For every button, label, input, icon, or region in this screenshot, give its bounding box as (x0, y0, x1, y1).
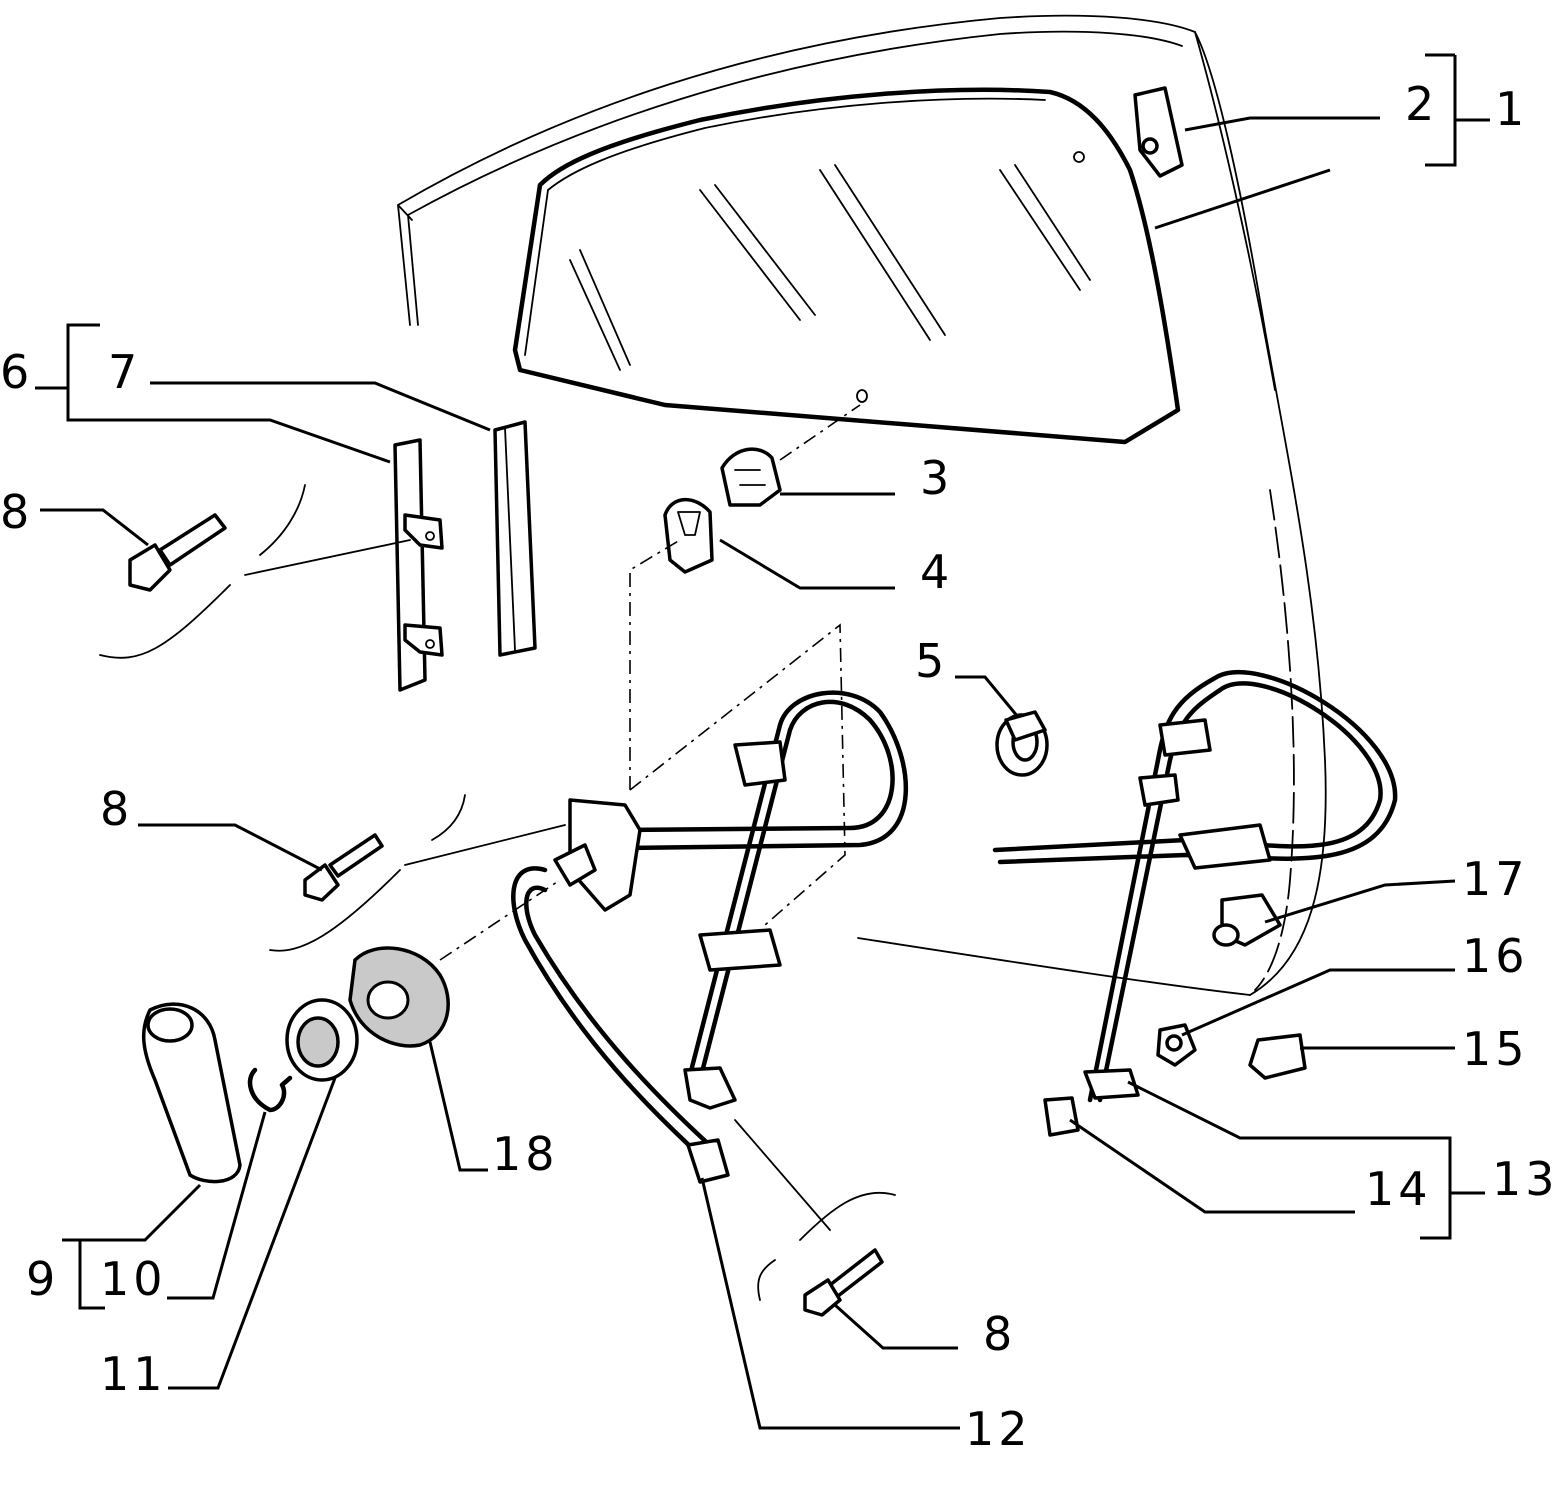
label-13: 13 (1492, 1152, 1557, 1206)
label-18: 18 (492, 1127, 559, 1181)
label-4: 4 (920, 545, 953, 599)
grommet-15 (1248, 1033, 1307, 1080)
right-regulator-assembly (992, 670, 1398, 1137)
label-8-top: 8 (0, 485, 33, 539)
label-2: 2 (1405, 77, 1438, 131)
mounting-surface-outlines (99, 484, 896, 1301)
label-3: 3 (920, 451, 953, 505)
callout-labels: 1 2 3 4 5 6 7 8 8 8 9 10 11 12 13 14 15 … (0, 77, 1557, 1456)
cable-clamp (995, 710, 1049, 777)
label-16: 16 (1462, 929, 1529, 983)
bushing-17 (1212, 893, 1282, 947)
label-14: 14 (1365, 1162, 1432, 1216)
retaining-clip-10 (247, 1067, 293, 1113)
window-crank-handle (141, 1002, 242, 1184)
left-regulator-assembly (511, 690, 909, 1184)
label-17: 17 (1462, 852, 1529, 906)
nut-16 (1156, 1023, 1197, 1067)
label-12: 12 (965, 1402, 1032, 1456)
bolt-8-top (128, 513, 227, 592)
label-1: 1 (1495, 82, 1528, 136)
window-guide-channel (393, 438, 444, 692)
bolt-8-middle (303, 833, 384, 902)
window-glass (512, 87, 1181, 445)
label-5: 5 (915, 634, 948, 688)
bolt-8-bottom (803, 1248, 884, 1317)
label-10: 10 (100, 1252, 167, 1306)
glass-clip-4 (663, 497, 714, 574)
assembly-lines (244, 404, 861, 1231)
label-6: 6 (0, 345, 33, 399)
spacer-ring-18 (348, 946, 450, 1048)
label-7: 7 (108, 345, 141, 399)
label-8-middle: 8 (100, 782, 133, 836)
window-seal-strip (493, 420, 537, 657)
glass-clip-3 (720, 447, 782, 507)
label-8-bottom: 8 (983, 1307, 1016, 1361)
glass-guide-slider (1133, 86, 1184, 178)
handle-bush-11 (285, 998, 359, 1082)
door-frame (397, 14, 1327, 996)
label-9: 9 (26, 1252, 59, 1306)
leader-lines (35, 53, 1490, 1430)
label-11: 11 (100, 1347, 167, 1401)
label-15: 15 (1462, 1022, 1529, 1076)
